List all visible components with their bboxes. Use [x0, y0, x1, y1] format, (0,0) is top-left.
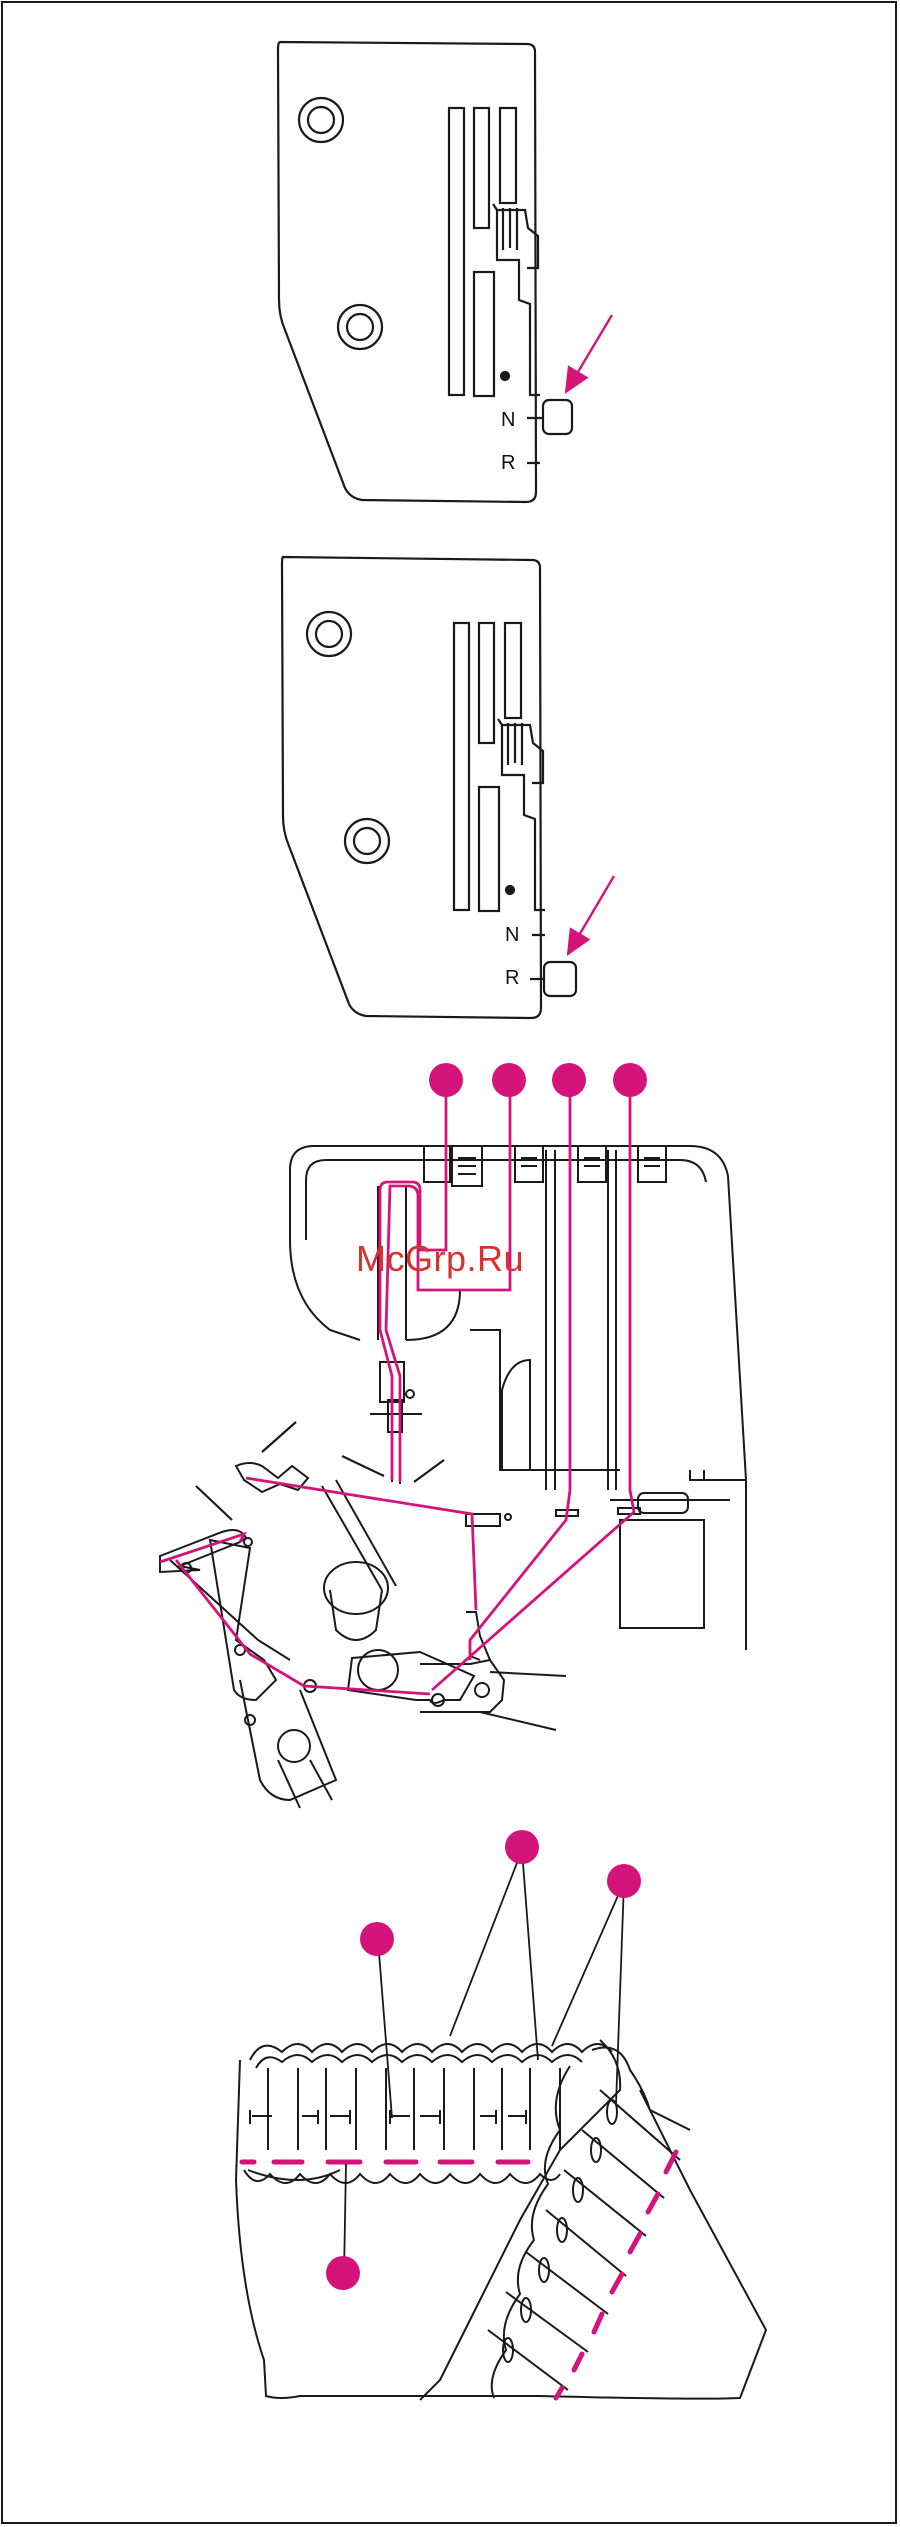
stitch-callout-dot-4 [326, 2256, 360, 2290]
watermark: McGrp.Ru [356, 1238, 524, 1280]
callout-dot-1 [429, 1063, 463, 1097]
stitch-needle-thread [242, 2152, 676, 2398]
thread-paths [160, 1082, 634, 1694]
mark-r-label: R [501, 452, 515, 475]
reference-strokes [196, 1422, 444, 1520]
callout-dot-2 [492, 1063, 526, 1097]
stitch-callout-dot-1 [360, 1922, 394, 1956]
stitch-loops-diagonal [420, 2040, 690, 2400]
mark-r-label-2: R [505, 967, 519, 990]
needle-plate-panel-n [278, 42, 572, 502]
mark-n-label: N [501, 409, 515, 432]
callout-dot-3 [552, 1063, 586, 1097]
stitch-callout-dot-3 [607, 1864, 641, 1898]
pointer-arrow-r [568, 876, 614, 954]
pointer-arrow-n [566, 315, 612, 392]
mark-n-label-2: N [505, 924, 519, 947]
threading-callouts [429, 1063, 647, 1097]
callout-dot-4 [613, 1063, 647, 1097]
needle-plate-panel-r [282, 557, 576, 1018]
stitch-callout-dot-2 [505, 1830, 539, 1864]
